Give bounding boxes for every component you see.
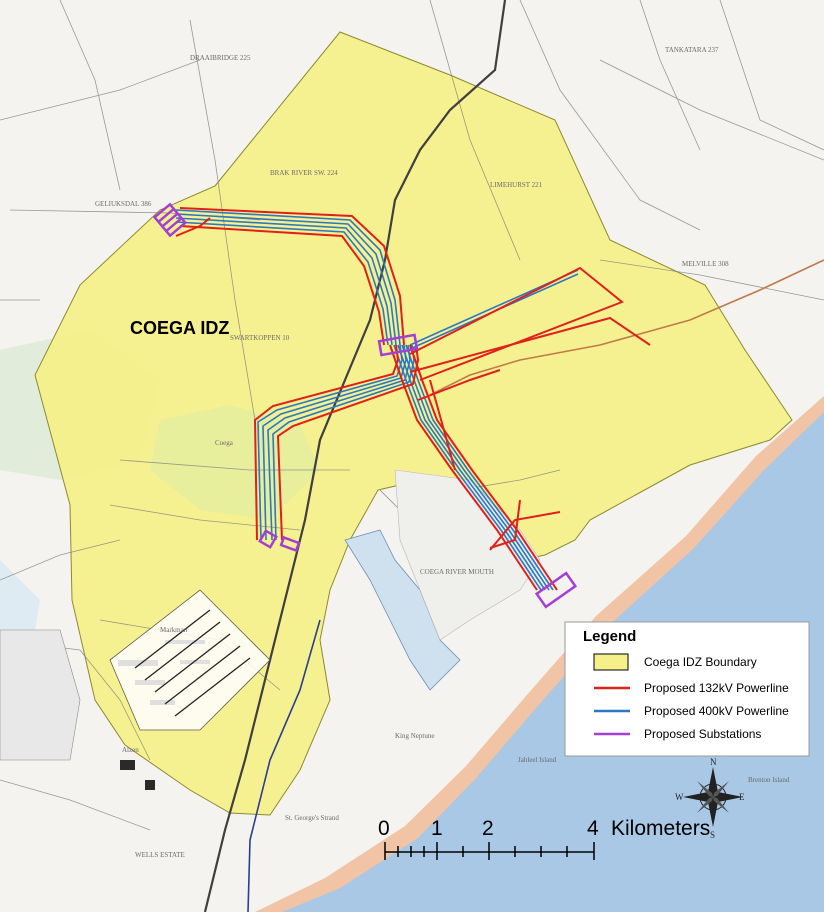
powerlines-132kv[interactable] bbox=[175, 207, 651, 591]
scale-tick-label: 4 bbox=[587, 817, 599, 840]
legend: Legend Coega IDZ Boundary Proposed 132kV… bbox=[564, 621, 810, 757]
scale-tick-label: 1 bbox=[431, 817, 443, 840]
place-label: BRAK RIVER SW. 224 bbox=[270, 169, 338, 177]
substations[interactable] bbox=[152, 202, 578, 609]
substation-central bbox=[377, 333, 419, 357]
place-label: Coega bbox=[215, 439, 234, 447]
harbour-area bbox=[344, 529, 461, 691]
secondary-road bbox=[247, 619, 321, 913]
legend-label-400kv: Proposed 400kV Powerline bbox=[644, 704, 789, 718]
scale-unit-label: Kilometers bbox=[611, 817, 710, 840]
markman-township bbox=[109, 589, 271, 731]
compass-north-label: N bbox=[710, 757, 717, 767]
place-label: King Neptune bbox=[395, 732, 434, 740]
sea-area bbox=[260, 400, 824, 912]
place-label: Brenton Island bbox=[748, 776, 790, 784]
place-label: DRAAIBRIDGE 225 bbox=[190, 54, 251, 62]
place-label: MELVILLE 308 bbox=[682, 260, 729, 268]
place-labels: DRAAIBRIDGE 225 TANKATARA 237 GELIUKSDAL… bbox=[95, 46, 790, 859]
legend-label-132kv: Proposed 132kV Powerline bbox=[644, 681, 789, 695]
legend-label-substations: Proposed Substations bbox=[644, 727, 761, 741]
north-arrow-compass-icon: N S E W bbox=[675, 757, 745, 840]
railway-line bbox=[203, 0, 507, 913]
legend-swatch-boundary bbox=[593, 653, 629, 671]
legend-label-boundary: Coega IDZ Boundary bbox=[644, 655, 757, 669]
terrain-patch bbox=[150, 405, 320, 520]
place-label: TANKATARA 237 bbox=[665, 46, 719, 54]
place-label: Markman bbox=[160, 626, 188, 634]
substation-coast bbox=[534, 571, 578, 609]
place-label: SWARTKOPPEN 10 bbox=[230, 334, 290, 342]
scale-bar: 0 1 2 4 Kilometers bbox=[378, 817, 710, 860]
beach-strip bbox=[255, 396, 824, 912]
national-road bbox=[429, 259, 824, 396]
place-label: St. George's Strand bbox=[285, 814, 339, 822]
place-label: LIMEHURST 221 bbox=[490, 181, 543, 189]
place-label: Jahleel Island bbox=[518, 756, 557, 764]
scale-tick-label: 2 bbox=[482, 817, 494, 840]
compass-east-label: E bbox=[739, 792, 745, 802]
scale-tick-label: 0 bbox=[378, 817, 390, 840]
compass-south-label: S bbox=[710, 830, 715, 840]
place-label: GELIUKSDAL 386 bbox=[95, 200, 152, 208]
place-label: Alzen bbox=[122, 746, 139, 754]
idz-area-label: COEGA IDZ bbox=[130, 318, 229, 338]
suburb-grid bbox=[0, 629, 81, 761]
compass-west-label: W bbox=[675, 792, 684, 802]
substation-southwest bbox=[258, 529, 301, 553]
substation-northwest bbox=[152, 202, 188, 238]
place-label: WELLS ESTATE bbox=[135, 851, 185, 859]
township-blocks bbox=[134, 609, 251, 717]
place-label: COEGA RIVER MOUTH bbox=[420, 568, 494, 576]
legend-title: Legend bbox=[583, 628, 636, 645]
